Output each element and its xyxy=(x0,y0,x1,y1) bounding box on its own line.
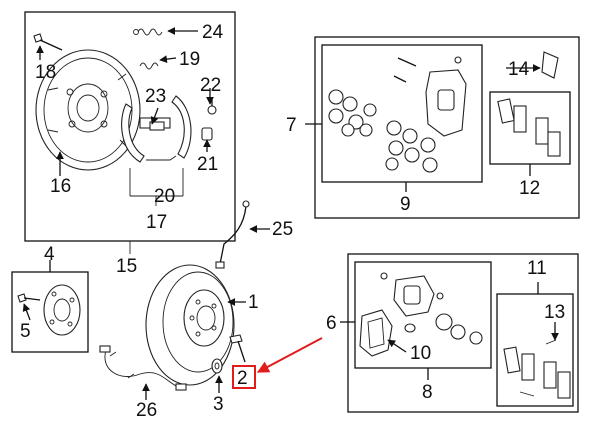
label-25: 25 xyxy=(272,219,293,240)
label-3: 3 xyxy=(213,394,224,415)
abs-sensor-26 xyxy=(99,345,187,391)
group-6-rear-caliper xyxy=(340,253,579,413)
label-21: 21 xyxy=(197,154,218,175)
label-18: 18 xyxy=(35,62,56,83)
label-10: 10 xyxy=(410,343,431,364)
hold-down-pin-22 xyxy=(207,98,217,115)
label-9: 9 xyxy=(400,194,411,215)
label-26: 26 xyxy=(136,400,157,421)
label-17: 17 xyxy=(146,212,167,233)
label-24: 24 xyxy=(202,22,224,43)
spring-19 xyxy=(139,62,159,70)
label-2: 2 xyxy=(237,368,248,389)
label-4: 4 xyxy=(44,244,55,265)
label-22: 22 xyxy=(200,75,221,96)
group-4-hub xyxy=(11,260,89,353)
nut-3 xyxy=(211,358,223,374)
label-15: 15 xyxy=(116,256,137,277)
rear-piston xyxy=(404,313,483,345)
front-caliper-body xyxy=(393,56,467,137)
leader-lines xyxy=(22,27,559,400)
label-16: 16 xyxy=(50,176,71,197)
label-11: 11 xyxy=(527,258,547,279)
hold-down-cup-21 xyxy=(201,127,213,141)
pistons-seals-9 xyxy=(328,89,438,173)
bolt-18 xyxy=(33,33,63,51)
highlight-box-part-2 xyxy=(232,365,256,389)
brake-hose-25 xyxy=(215,200,250,269)
clip-14 xyxy=(541,51,559,79)
label-5: 5 xyxy=(20,321,31,342)
label-1: 1 xyxy=(248,292,259,313)
screw-2 xyxy=(229,334,246,363)
label-12: 12 xyxy=(519,178,540,199)
group-15-backing-plate-assembly xyxy=(24,11,236,254)
hub-bolt-5 xyxy=(17,293,41,303)
caliper-bracket-10 xyxy=(359,309,393,357)
label-23: 23 xyxy=(145,86,166,107)
hub-bearing xyxy=(43,284,81,336)
brake-rotor-1 xyxy=(145,264,235,386)
bracket-17-20 xyxy=(129,168,184,197)
part-labels: 24 19 18 22 23 21 16 20 17 25 4 15 1 5 2… xyxy=(20,22,565,421)
group-7-front-caliper xyxy=(305,36,580,219)
rear-pads-11 xyxy=(503,339,571,399)
label-13: 13 xyxy=(544,302,565,323)
label-20: 20 xyxy=(154,186,175,207)
label-19: 19 xyxy=(179,49,200,70)
label-6: 6 xyxy=(326,313,337,334)
dust-shield-16 xyxy=(35,49,141,171)
front-pads-12 xyxy=(497,98,561,157)
spring-24 xyxy=(133,28,163,36)
label-14: 14 xyxy=(508,59,530,80)
rear-caliper-body xyxy=(380,272,444,317)
label-7: 7 xyxy=(286,115,297,136)
label-8: 8 xyxy=(422,382,433,403)
